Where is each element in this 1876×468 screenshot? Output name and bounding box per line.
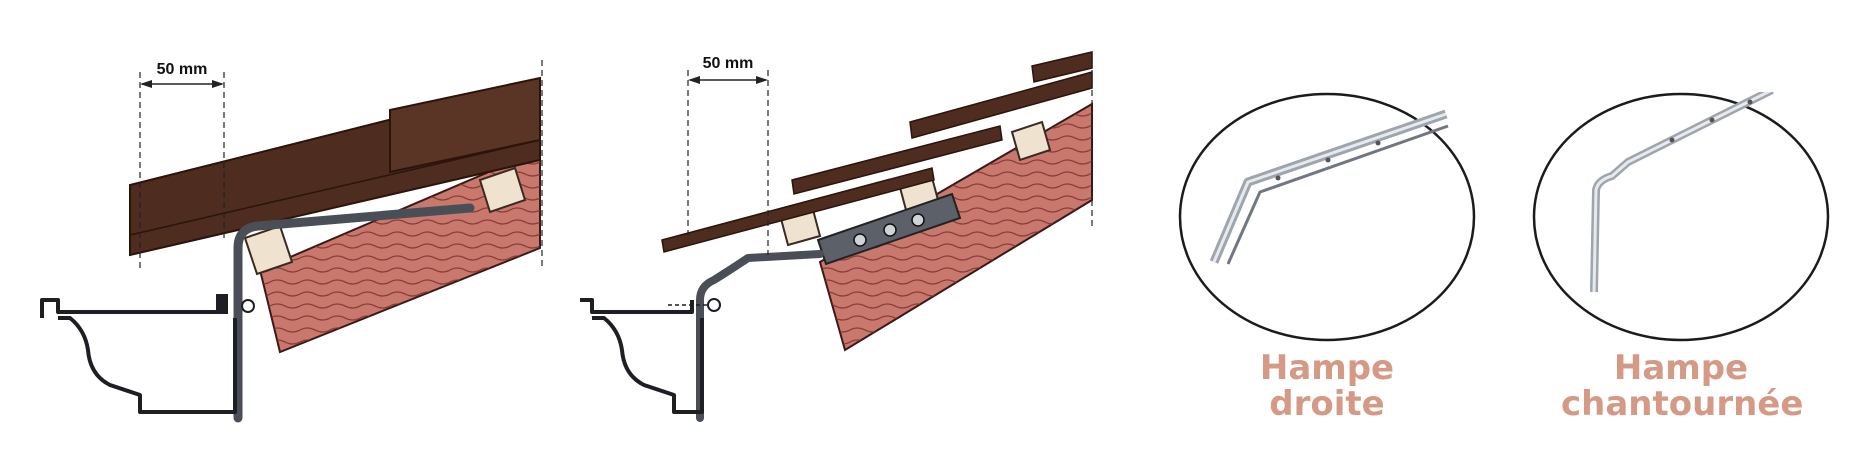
caption-line: Hampe (1259, 348, 1395, 388)
rafter (258, 148, 541, 354)
shaped-hook (696, 250, 824, 422)
shaped-hook-diagram: 50 mm (580, 51, 1093, 422)
dimension-marker (139, 60, 543, 270)
gutter (40, 298, 237, 414)
gutter (580, 298, 704, 414)
caption-line: chantournée (1561, 384, 1804, 424)
straight-hook-icon (1209, 109, 1449, 265)
shaped-hook-icon (1590, 92, 1774, 293)
straight-hook-photo (1178, 92, 1476, 342)
dimension-label: 50 mm (157, 61, 208, 78)
caption-line: droite (1269, 384, 1385, 424)
shaped-hook-photo (1532, 92, 1830, 342)
roof-tile (661, 51, 1093, 253)
caption-straight-hook: Hampe droite (1227, 350, 1427, 422)
straight-hook-diagram: 50 mm (40, 60, 543, 423)
gutter-bolt (216, 294, 255, 314)
roof-tile (129, 76, 541, 257)
batten (243, 166, 527, 276)
dimension-marker (687, 60, 1093, 255)
dimension-label: 50 mm (703, 55, 754, 72)
straight-hook (233, 203, 475, 423)
caption-line: Hampe (1613, 348, 1749, 388)
caption-shaped-hook: Hampe chantournée (1561, 348, 1804, 424)
gutter-bolt (668, 298, 721, 312)
